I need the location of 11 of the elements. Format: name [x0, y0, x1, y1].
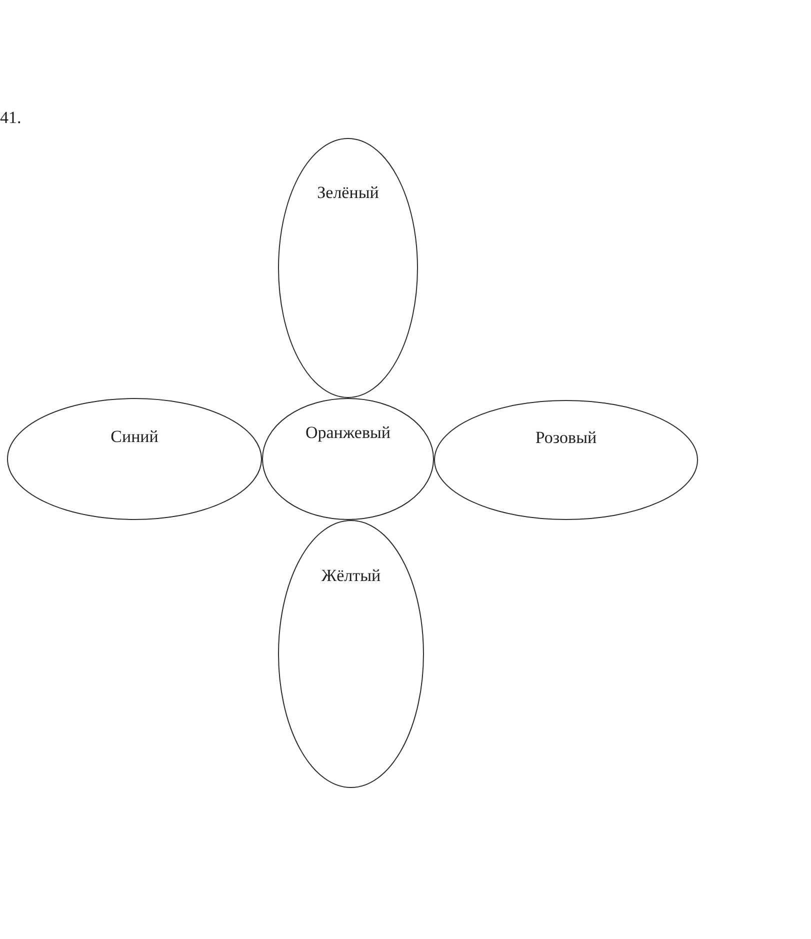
- task-number: 41.: [0, 108, 22, 128]
- petal-label: Синий: [110, 427, 158, 447]
- petal-label: Оранжевый: [305, 423, 391, 443]
- petal-ellipse: [7, 398, 262, 520]
- petal-ellipse: [278, 520, 424, 788]
- petal-ellipse: [262, 398, 434, 520]
- petal-label: Зелёный: [317, 183, 379, 203]
- petal-ellipse: [434, 400, 698, 520]
- petal-label: Розовый: [535, 428, 597, 448]
- petal-label: Жёлтый: [321, 566, 381, 586]
- petal-ellipse: [278, 138, 418, 398]
